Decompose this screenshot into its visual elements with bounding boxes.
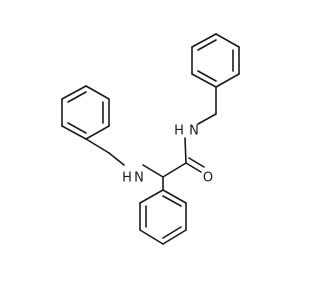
atom-label-o-carbonyl: O bbox=[203, 171, 213, 186]
bond-n-amine-to-ch2-left bbox=[108, 152, 125, 166]
bond-carbonyl-to-alpha-c bbox=[162, 162, 187, 178]
atom-label-h-amide: H bbox=[174, 124, 184, 139]
benzene-ring-bottom bbox=[139, 189, 187, 245]
chain-bonds bbox=[85, 86, 217, 191]
benzene-ring-top-right bbox=[191, 33, 240, 88]
bond-ch2-left-to-ring bbox=[85, 138, 110, 154]
molecule-structure: N H N H O bbox=[61, 33, 240, 245]
atom-label-n-amide: N bbox=[189, 124, 199, 139]
bond-ch2-to-n-amide bbox=[197, 113, 217, 125]
bond-n-amide-to-carbonyl-c bbox=[184, 137, 187, 164]
benzene-ring-top-left bbox=[61, 85, 110, 140]
bond-carbonyl-c-o-b bbox=[188, 157, 205, 168]
bond-carbonyl-c-o-a bbox=[185, 162, 202, 173]
atom-label-h-amine: H bbox=[122, 171, 132, 186]
atom-label-n-amine: N bbox=[134, 171, 144, 186]
bond-alpha-c-to-n-amine bbox=[142, 164, 164, 178]
